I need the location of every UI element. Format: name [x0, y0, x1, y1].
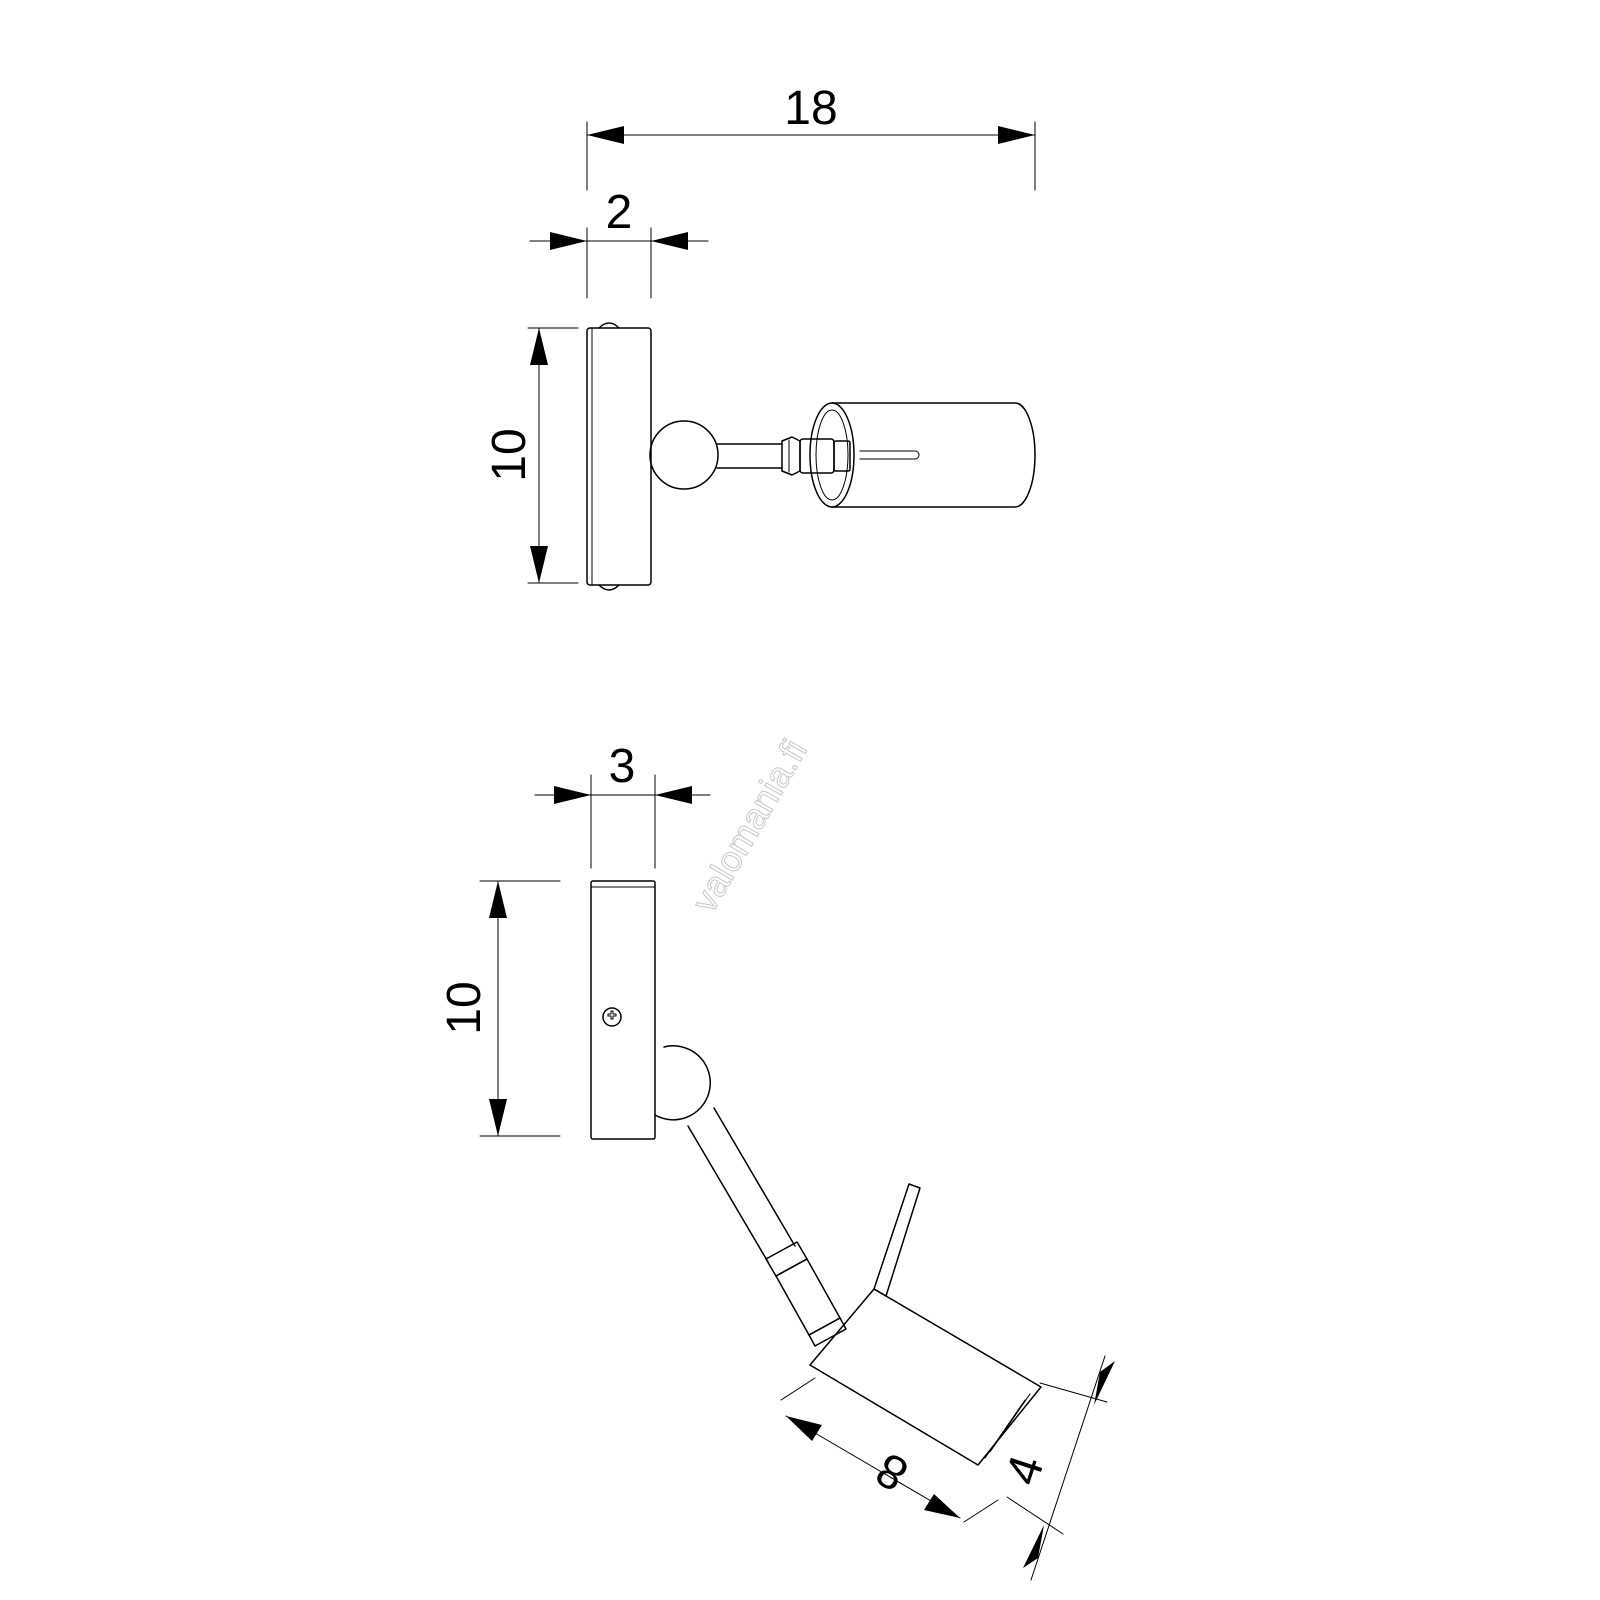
connector-side — [765, 1241, 847, 1347]
dimension-shade-length — [785, 1415, 961, 1519]
screw-icon — [602, 1007, 622, 1027]
lamp-shade-side — [809, 1288, 1042, 1466]
label-height-top: 10 — [483, 428, 536, 481]
label-shade-length: 8 — [867, 1442, 917, 1501]
arm-side — [687, 1107, 796, 1263]
dimension-height-top — [530, 327, 548, 584]
extension-lines-side — [479, 774, 1108, 1535]
dimension-base-depth-top — [529, 232, 709, 250]
dimension-height-side — [489, 880, 507, 1137]
lamp-shade-top — [809, 402, 1036, 508]
label-base-depth-side: 3 — [609, 740, 636, 793]
dimension-shade-diameter — [1023, 1355, 1115, 1581]
top-view — [527, 121, 1036, 591]
label-total-length: 18 — [784, 82, 837, 135]
arm-top — [716, 443, 783, 469]
wall-plate-top — [586, 322, 652, 591]
dimension-total-length — [586, 126, 1036, 144]
side-view — [479, 774, 1115, 1581]
ball-joint-top — [649, 420, 719, 490]
switch-rod-side — [873, 1183, 921, 1297]
wall-plate-side — [590, 880, 656, 1140]
ball-joint-side — [654, 1045, 711, 1121]
watermark: valomania.fi — [683, 732, 815, 919]
label-base-depth-top: 2 — [606, 186, 633, 239]
label-height-side: 10 — [438, 981, 491, 1034]
label-shade-diameter: 4 — [996, 1449, 1055, 1491]
extension-lines-top — [527, 121, 1036, 584]
dimension-base-depth-side — [534, 786, 711, 804]
